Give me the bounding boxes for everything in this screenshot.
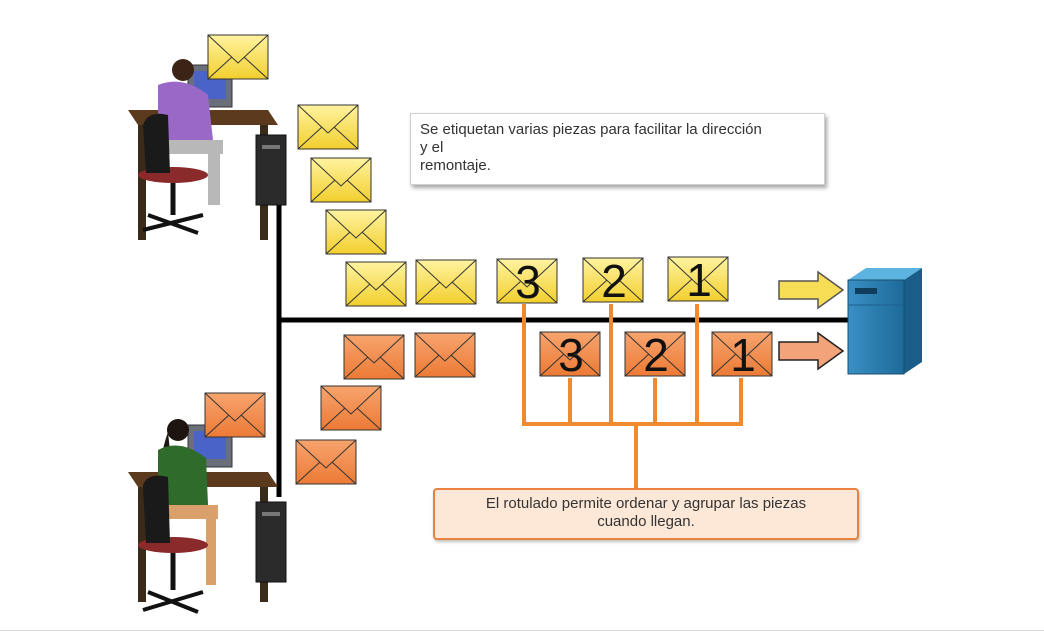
label-connector-lines bbox=[522, 304, 743, 490]
yellow-seq-label-2: 2 bbox=[601, 255, 627, 307]
orange-envelopes bbox=[204, 331, 773, 485]
callout-reassembly-note: El rotulado permite ordenar y agrupar la… bbox=[433, 488, 859, 540]
envelope-icon bbox=[297, 104, 359, 150]
envelope-icon bbox=[415, 259, 477, 305]
yellow-seq-label-3: 3 bbox=[515, 256, 541, 308]
envelope-icon bbox=[343, 334, 405, 380]
envelope-icon bbox=[345, 261, 407, 307]
frame-divider bbox=[0, 630, 1044, 631]
callout-labeling-note: Se etiquetan varias piezas para facilita… bbox=[410, 113, 825, 185]
yellow-seq-label-1: 1 bbox=[686, 254, 712, 306]
orange-seq-label-1: 1 bbox=[730, 329, 756, 381]
network-bus bbox=[276, 170, 848, 497]
orange-seq-label-2: 2 bbox=[643, 329, 669, 381]
arrow-right-icon bbox=[778, 270, 845, 310]
server-icon bbox=[847, 268, 922, 375]
user-workstation-icon bbox=[128, 59, 287, 240]
orange-seq-label-3: 3 bbox=[558, 329, 584, 381]
envelope-icon bbox=[295, 439, 357, 485]
envelope-icon bbox=[204, 392, 266, 438]
envelope-icon bbox=[325, 209, 387, 255]
user-workstation-icon bbox=[128, 419, 287, 614]
envelope-icon bbox=[310, 157, 372, 203]
envelope-icon bbox=[320, 385, 382, 431]
envelope-icon bbox=[207, 34, 269, 80]
arrow-right-icon bbox=[778, 331, 845, 371]
envelope-icon bbox=[414, 332, 476, 378]
